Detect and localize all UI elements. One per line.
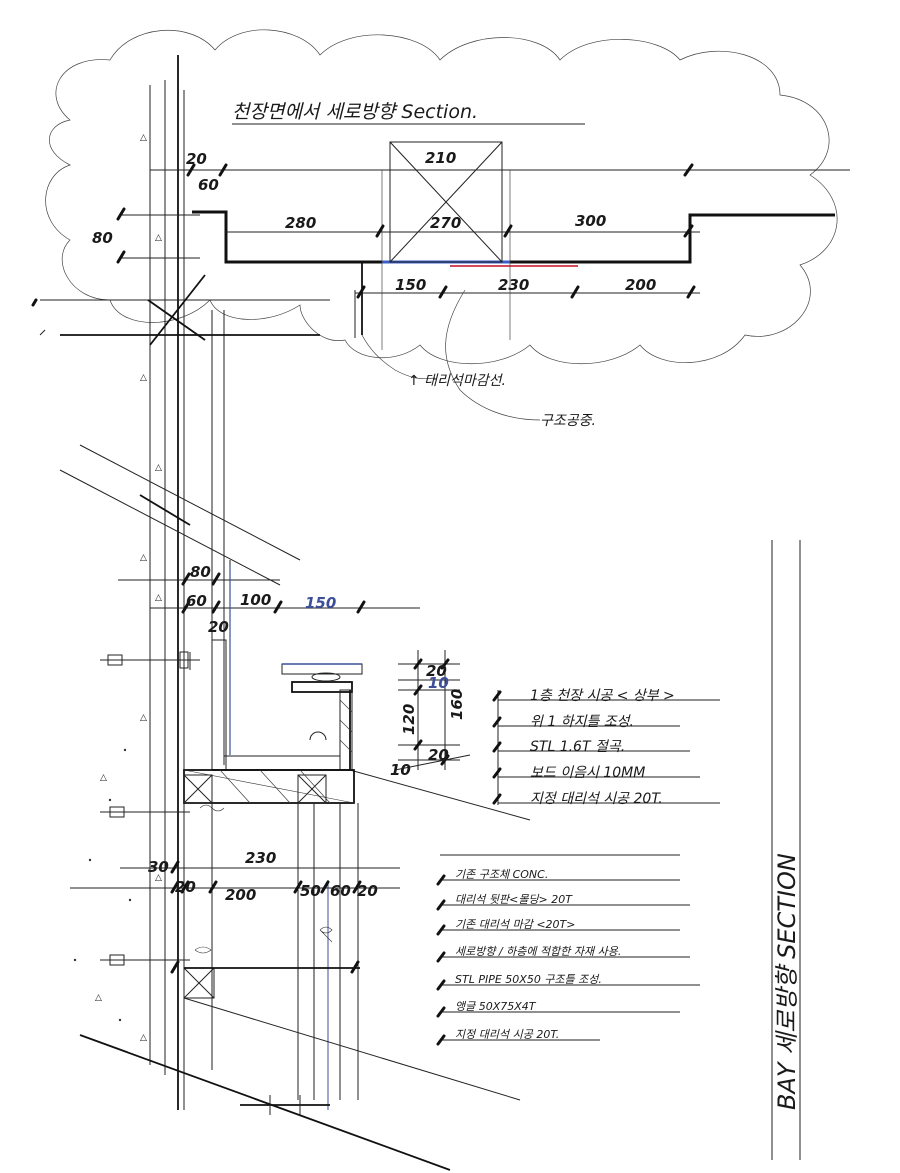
wall-structure: △ △ △ △ △ △ △ △ △ △ △ — [73, 55, 231, 1110]
svg-text:△: △ — [140, 713, 147, 723]
dim-20-lower-b: 20 — [357, 882, 378, 900]
notes-lower: 기존 구조체 CONC. 대리석 뒷판<몰딩> 20T 기존 대리석 마감 <2… — [436, 854, 700, 1046]
dim-300: 300 — [575, 212, 606, 230]
dim-20-right-b: 20 — [428, 746, 449, 764]
dim-150-mid: 150 — [305, 594, 336, 612]
callout-molding: ↑ 대리석마감선. — [408, 373, 506, 389]
svg-text:△: △ — [155, 873, 162, 883]
note-right-4: 지정 대리석 시공 20T. — [530, 791, 663, 807]
ceiling-profile — [116, 141, 850, 350]
dim-280: 280 — [285, 214, 316, 232]
note-lower-6: 지정 대리석 시공 20T. — [455, 1028, 559, 1041]
dim-10-right-b: 10 — [390, 761, 411, 779]
note-lower-0: 기존 구조체 CONC. — [455, 868, 548, 881]
dim-80-mid: 80 — [190, 563, 211, 581]
vertical-title-block: BAY 세로방향 SECTION — [771, 540, 801, 1160]
note-lower-2: 기존 대리석 마감 <20T> — [455, 918, 575, 931]
drawing-title: 천장면에서 세로방향 Section. — [232, 101, 478, 123]
callout-structure: 구조공중. — [540, 413, 596, 429]
svg-text:△: △ — [95, 993, 102, 1003]
break-lines — [31, 274, 330, 586]
dim-20-right-a: 20 — [426, 662, 447, 680]
svg-text:△: △ — [155, 463, 162, 473]
dim-10-right-a: 10 — [428, 674, 449, 692]
svg-text:△: △ — [140, 373, 147, 383]
dim-20-top: 20 — [186, 150, 207, 168]
note-right-2: STL 1.6T 절곡. — [530, 739, 625, 755]
notes-right: 1층 천장 시공 < 상부 > 위 1 하지틀 조성. STL 1.6T 절곡.… — [492, 688, 720, 807]
note-lower-5: 앵글 50X75X4T — [455, 1000, 537, 1013]
note-lower-4: STL PIPE 50X50 구조틀 조성. — [455, 973, 602, 986]
dim-200-top: 200 — [625, 276, 656, 294]
dim-60-top: 60 — [198, 176, 219, 194]
dim-270: 270 — [430, 214, 461, 232]
dim-230-top: 230 — [498, 276, 529, 294]
note-lower-1: 대리석 뒷판<몰딩> 20T — [455, 893, 573, 906]
svg-text:△: △ — [155, 233, 162, 243]
dim-120: 120 — [400, 704, 418, 735]
dim-210: 210 — [425, 149, 456, 167]
revision-cloud — [45, 29, 838, 365]
dim-30-lower: 30 — [148, 858, 169, 876]
svg-text:△: △ — [140, 1033, 147, 1043]
note-lower-3: 세로방향 / 하층에 적합한 자재 사용. — [455, 945, 621, 958]
dim-230-lower: 230 — [245, 849, 276, 867]
svg-text:△: △ — [140, 133, 147, 143]
dim-100-mid: 100 — [240, 591, 271, 609]
dim-150-top: 150 — [395, 276, 426, 294]
note-right-0: 1층 천장 시공 < 상부 > — [530, 688, 675, 704]
lower-framing — [70, 769, 521, 1171]
note-right-1: 위 1 하지틀 조성. — [530, 714, 634, 730]
svg-text:△: △ — [100, 773, 107, 783]
dim-20-mid: 20 — [208, 618, 229, 636]
dim-80-top: 80 — [92, 229, 113, 247]
dim-50-lower: 50 — [300, 882, 321, 900]
vertical-title: BAY 세로방향 SECTION — [773, 853, 801, 1110]
svg-text:△: △ — [140, 553, 147, 563]
dim-60-mid: 60 — [186, 592, 207, 610]
right-vertical-dims — [394, 650, 471, 771]
note-right-3: 보드 이음시 10MM — [530, 765, 645, 781]
dim-20-lower-a: 20 — [175, 878, 196, 896]
svg-text:△: △ — [155, 593, 162, 603]
dim-200-lower: 200 — [225, 886, 256, 904]
dim-60-lower: 60 — [330, 882, 351, 900]
dim-160: 160 — [448, 689, 466, 720]
